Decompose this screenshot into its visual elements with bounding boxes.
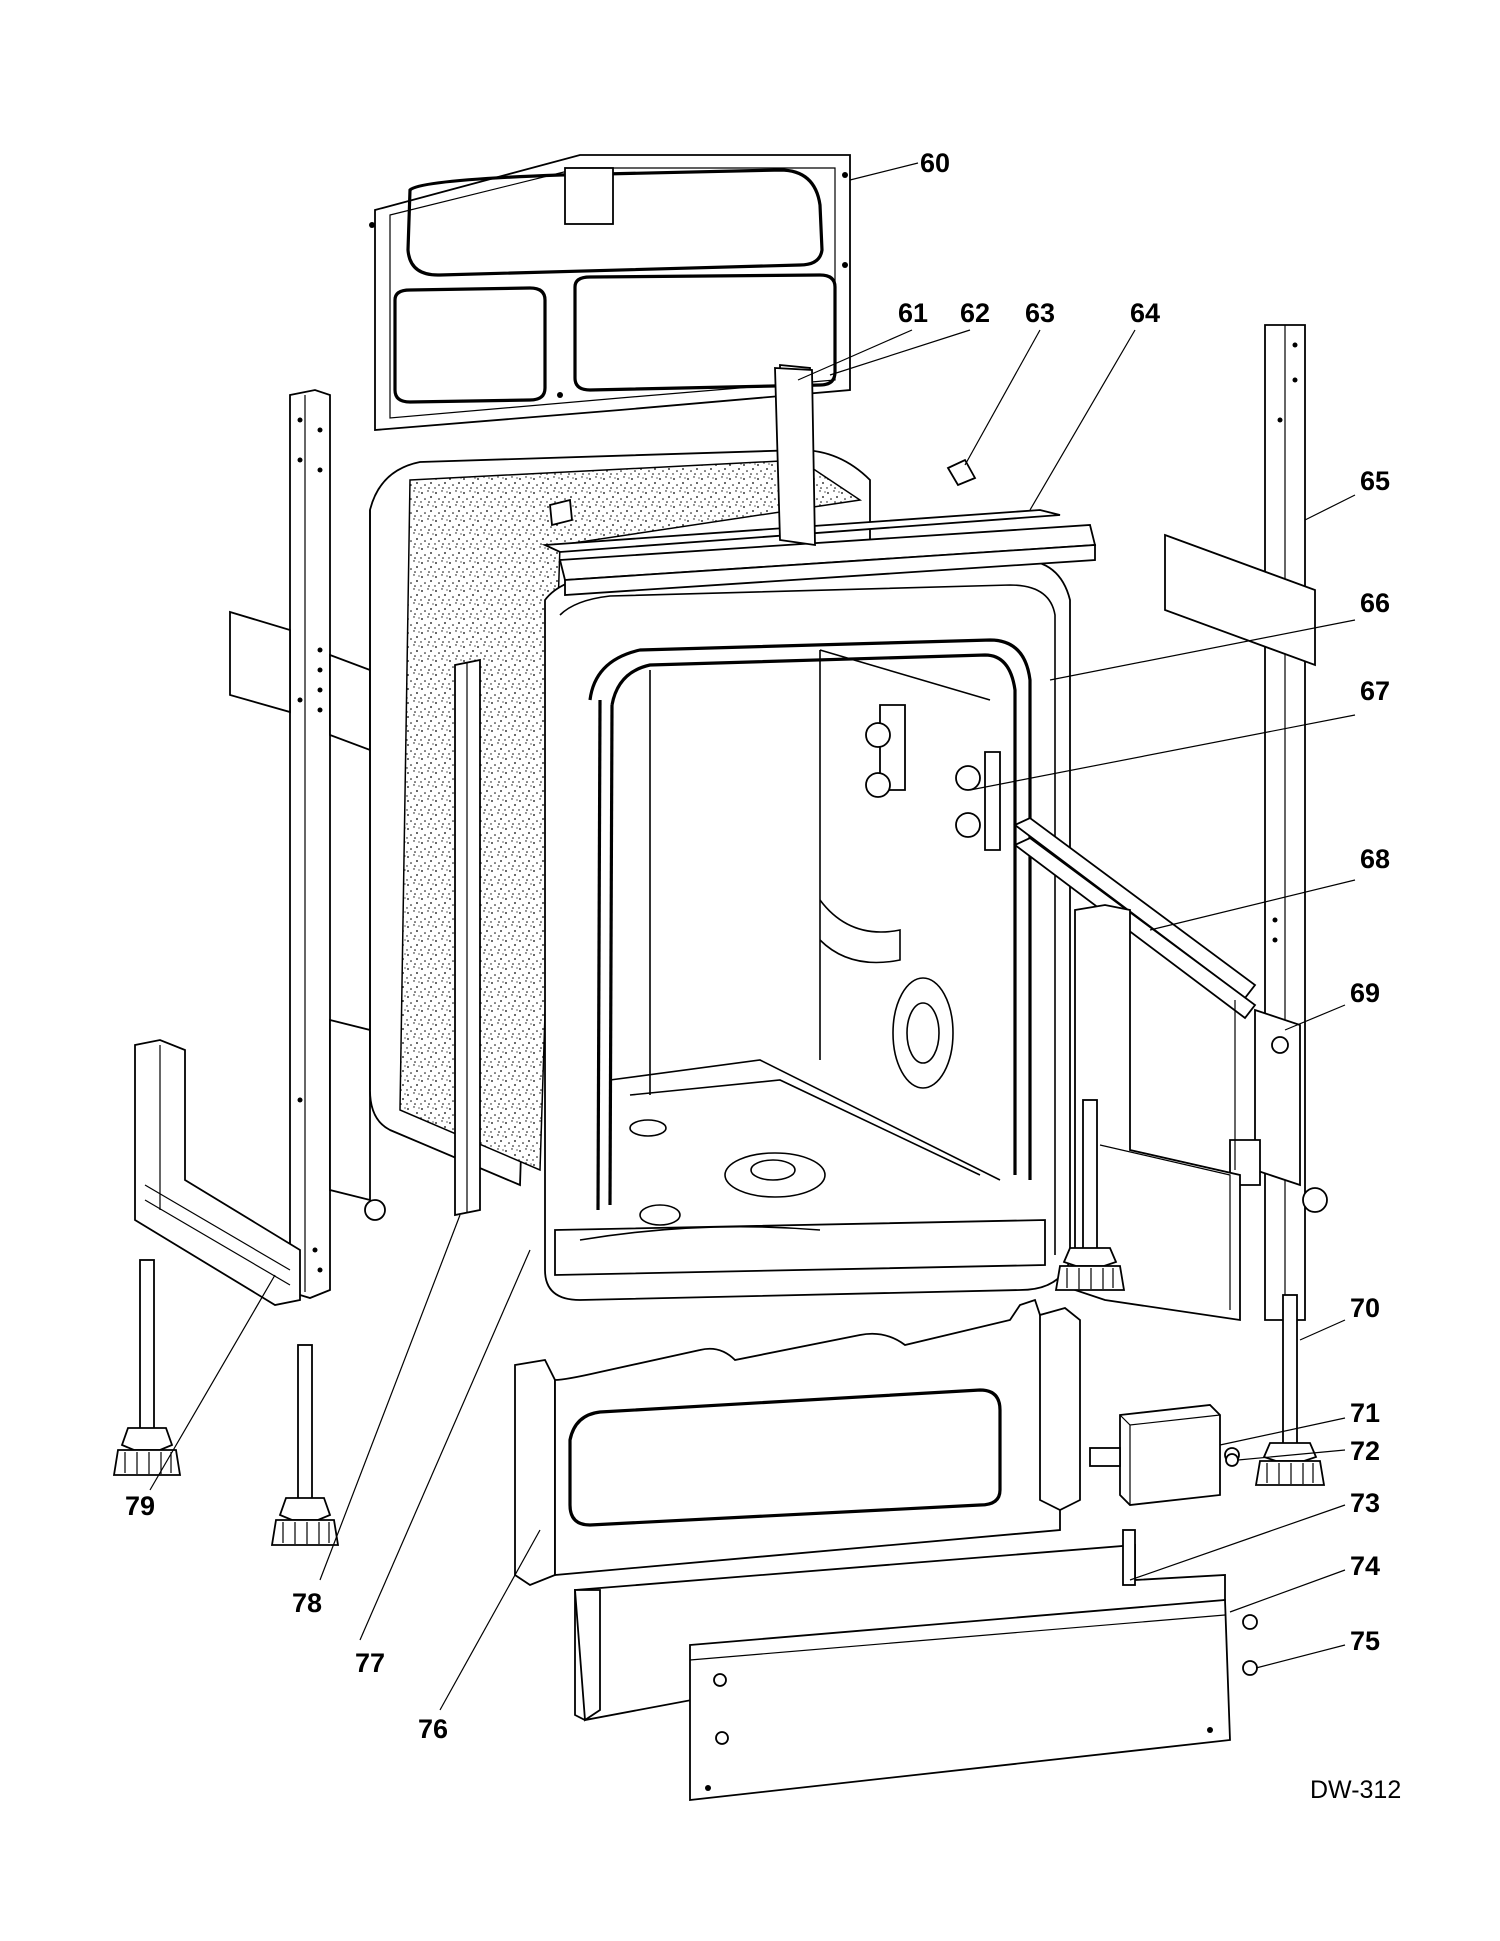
part-front-toe-panel-74 [689,1599,1231,1802]
part-right-side-frame [1074,904,1241,1322]
callout-67: 67 [1360,676,1390,706]
callout-76: 76 [418,1714,448,1744]
leader-lines [149,162,1356,1711]
callout-71: 71 [1350,1398,1380,1428]
part-rack-rollers-67 [865,704,1001,851]
callout-60: 60 [920,148,950,178]
part-tub-interior [609,649,1001,1226]
callout-77: 77 [355,1648,385,1678]
callout-64: 64 [1130,298,1160,328]
callout-65: 65 [1360,466,1390,496]
callout-73: 73 [1350,1488,1380,1518]
callout-labels: 60 61 62 63 64 65 66 67 68 69 70 71 72 7… [125,148,1401,1804]
part-channel-78 [454,658,481,1217]
callout-74: 74 [1350,1551,1380,1581]
part-screws-75 [1242,1614,1258,1676]
part-screw-72 [1225,1453,1239,1467]
part-left-base-bracket-79 [134,1039,301,1306]
callout-61: 61 [898,298,928,328]
part-leveling-leg-right-front-70 [1254,1294,1326,1486]
part-leveling-leg-left-front [112,1259,182,1476]
part-toe-kick-bracket-76 [514,1298,1081,1587]
callout-66: 66 [1360,588,1390,618]
drawing-code: DW-312 [1310,1776,1401,1804]
part-tub-front-frame-66 [544,559,1071,1301]
part-top-shield-60 [369,154,851,431]
part-rack-rail-68 [1013,816,1257,1020]
callout-68: 68 [1360,844,1390,874]
callout-63: 63 [1025,298,1055,328]
part-leveling-leg-left-rear [270,1344,340,1546]
part-leveling-leg-right-rear [1054,1099,1126,1291]
part-left-rail [229,389,386,1299]
callout-78: 78 [292,1588,322,1618]
part-tub-insulation [369,449,871,1187]
callout-75: 75 [1350,1626,1380,1656]
callout-72: 72 [1350,1436,1380,1466]
callout-70: 70 [1350,1293,1380,1323]
part-junction-box-71 [1089,1404,1240,1506]
callout-69: 69 [1350,978,1380,1008]
callout-79: 79 [125,1491,155,1521]
part-top-rail-64 [541,364,1097,596]
callout-62: 62 [960,298,990,328]
